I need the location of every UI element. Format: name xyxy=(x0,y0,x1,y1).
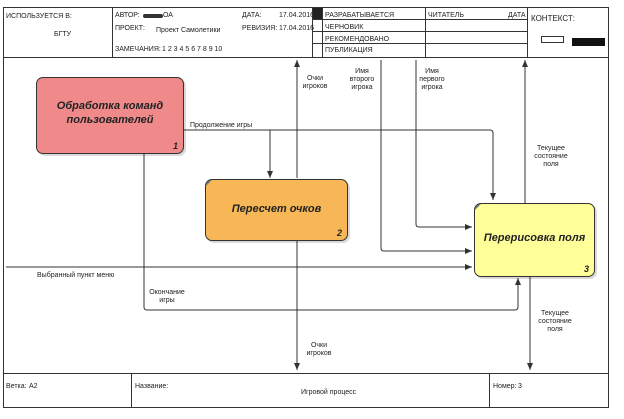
arrow-label-second-player-name: Имя второго игрока xyxy=(349,68,375,92)
arrow-label-end-game: Окончание игры xyxy=(149,289,185,305)
activity-box-3[interactable]: Перерисовка поля 3 xyxy=(474,203,595,277)
reader-label: ЧИТАТЕЛЬ xyxy=(428,12,464,19)
used-in-value: БГТУ xyxy=(54,31,72,38)
activity-box-1-title: Обработка команд пользователей xyxy=(56,100,164,126)
activity-box-2[interactable]: Пересчет очков 2 xyxy=(205,179,348,241)
used-in-label: ИСПОЛЬЗУЕТСЯ В: xyxy=(6,13,72,20)
status-developing: РАЗРАБАТЫВАЕТСЯ xyxy=(325,12,395,19)
project-value: Проект Самолетики xyxy=(156,27,221,34)
project-label: ПРОЕКТ: xyxy=(115,25,145,32)
title-value: Игровой процесс xyxy=(301,389,357,396)
box-2-corner-marker xyxy=(206,180,212,186)
reader-date-label: ДАТА xyxy=(508,12,526,19)
notes-label: ЗАМЕЧАНИЯ: xyxy=(115,46,161,53)
status-recommended: РЕКОМЕНДОВАНО xyxy=(325,36,390,43)
box-3-corner-marker xyxy=(475,204,481,210)
arrow-label-menu-item: Выбранный пункт меню xyxy=(37,272,115,279)
revision-label: РЕВИЗИЯ: xyxy=(242,25,278,32)
author-redaction xyxy=(143,14,163,18)
arrow-label-continue-game: Продолжение игры xyxy=(190,122,253,129)
arrow-label-points-players: Очки игроков xyxy=(302,75,328,91)
arrow-label-field-state-up: Текущее состояние поля xyxy=(534,145,568,169)
arrow-label-field-state-down: Текущее состояние поля xyxy=(538,310,572,334)
author-label: АВТОР: xyxy=(115,12,140,19)
revision-value: 17.04.2016 xyxy=(279,25,315,32)
date-label: ДАТА: xyxy=(242,12,262,19)
notes-numbers: 1 2 3 4 5 6 7 8 9 10 xyxy=(162,46,223,53)
arrow-label-points-players-out: Очки игроков xyxy=(306,342,332,358)
activity-box-1[interactable]: Обработка команд пользователей 1 xyxy=(36,77,184,154)
node-value: A2 xyxy=(29,383,38,390)
number-value: 3 xyxy=(518,383,522,390)
activity-box-3-number: 3 xyxy=(583,264,589,274)
activity-box-2-title: Пересчет очков xyxy=(231,203,322,215)
activity-box-3-title: Перерисовка поля xyxy=(483,232,586,244)
node-label: Ветка: xyxy=(6,383,27,390)
activity-box-1-number: 1 xyxy=(172,141,178,151)
date-value: 17.04.2016 xyxy=(279,12,315,19)
context-label: КОНТЕКСТ: xyxy=(531,14,575,23)
number-label: Номер: xyxy=(493,383,517,390)
title-label: Название: xyxy=(135,383,169,390)
status-publication: ПУБЛИКАЦИЯ xyxy=(325,47,373,54)
author-value: ОА xyxy=(163,12,173,19)
status-draft: ЧЕРНОВИК xyxy=(325,24,364,31)
arrow-label-first-player-name: Имя первого игрока xyxy=(419,68,445,92)
activity-box-2-number: 2 xyxy=(336,228,342,238)
